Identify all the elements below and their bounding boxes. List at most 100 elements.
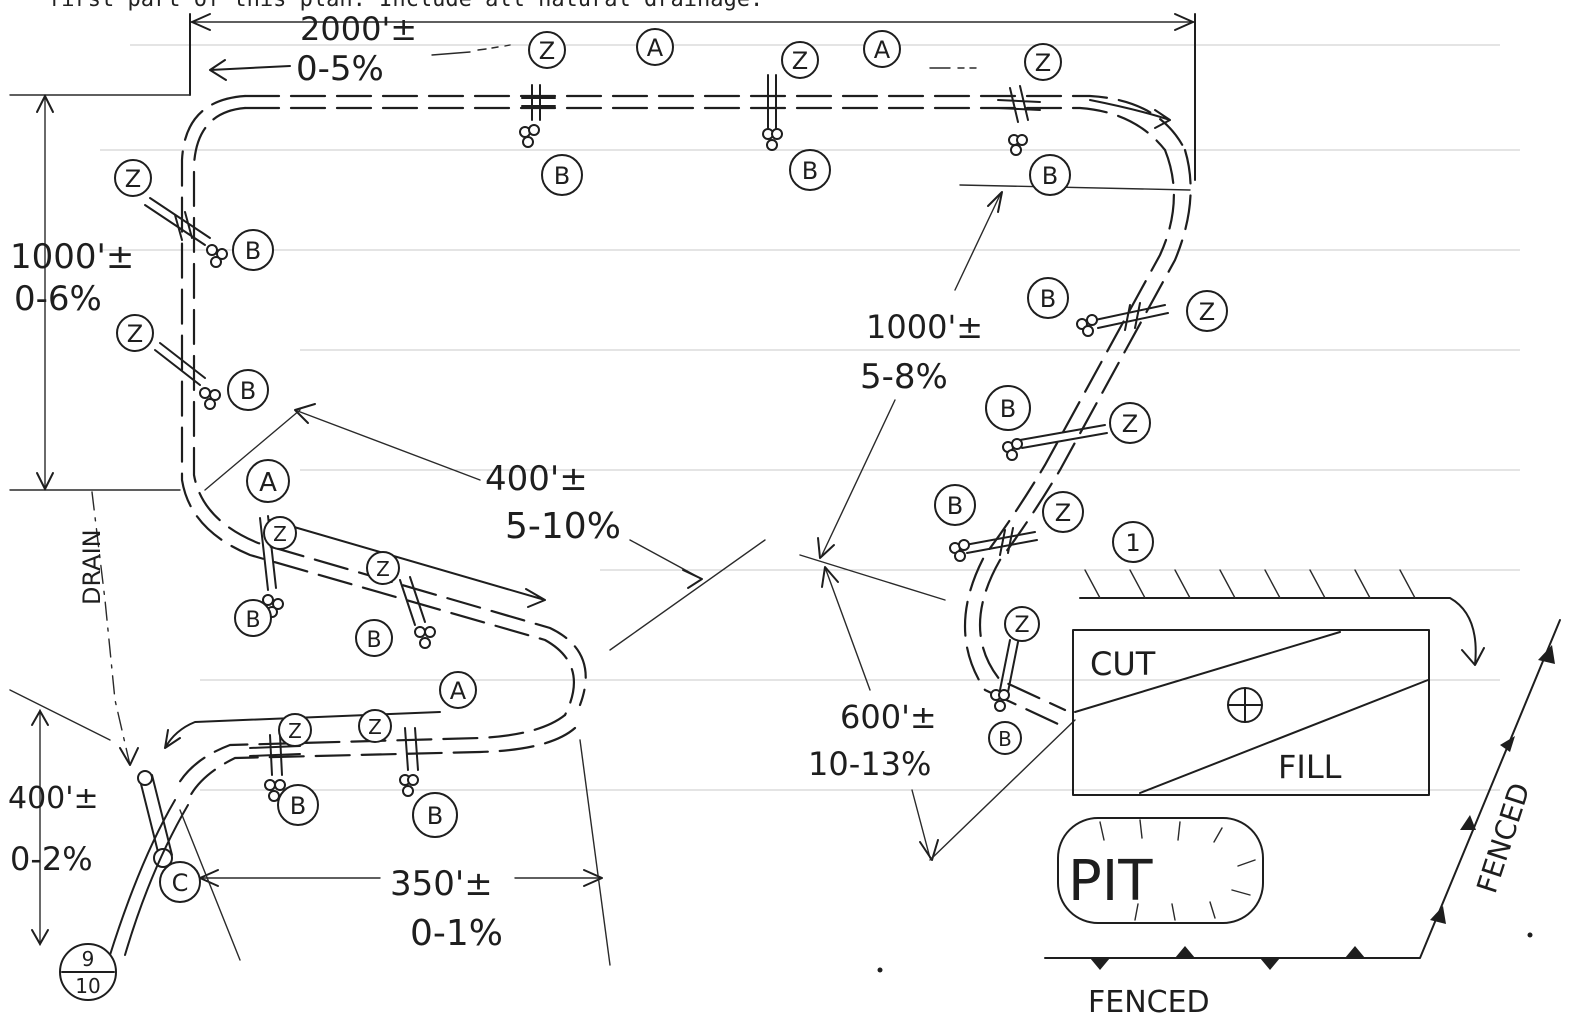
cut-fill-box (1072, 629, 1430, 796)
fill-label: FILL (1278, 748, 1342, 786)
diagonal-grade-label: 5-10% (505, 506, 621, 547)
svg-text:Z: Z (1199, 298, 1215, 326)
pit-outline (1057, 817, 1264, 924)
svg-text:B: B (366, 628, 381, 653)
svg-text:B: B (947, 492, 963, 520)
fence-post-icons (1090, 645, 1555, 970)
road-left-inner (192, 106, 587, 707)
svg-text:Z: Z (376, 557, 390, 581)
svg-text:C: C (172, 869, 189, 897)
fence-line (1044, 619, 1561, 959)
crosshair-icon (1227, 687, 1263, 723)
svg-text:Z: Z (288, 719, 302, 743)
svg-text:Z: Z (1055, 499, 1071, 527)
direction-arrow-top (209, 59, 291, 81)
cut-label: CUT (1090, 645, 1156, 683)
b-marker-icon: B (277, 784, 319, 826)
svg-text:Z: Z (273, 522, 287, 546)
road-right-inner (964, 148, 1175, 727)
bottom-distance-label: 350'± (390, 864, 493, 904)
a-marker-icon: A (439, 671, 477, 709)
page-number-bottom: 10 (75, 974, 100, 998)
a-marker-icon: A (636, 28, 674, 66)
rock-cluster-icons (199, 124, 1098, 802)
svg-text:B: B (245, 608, 260, 633)
svg-text:B: B (998, 727, 1012, 751)
z-marker-icon: Z (781, 41, 819, 79)
a-marker-icon: A (246, 459, 290, 503)
b-marker-icon: B (1027, 277, 1069, 319)
svg-text:B: B (290, 792, 306, 820)
left-distance-label: 1000'± (10, 237, 134, 277)
z-marker-icon: Z (366, 551, 400, 585)
z-marker-icon: Z (1186, 290, 1228, 332)
svg-text:A: A (647, 34, 664, 62)
b-marker-icon: B (412, 792, 458, 838)
svg-text:B: B (554, 162, 570, 190)
b-marker-icon: B (541, 154, 583, 196)
drain-line (91, 491, 131, 766)
svg-text:A: A (259, 468, 277, 498)
b-marker-icon: B (232, 229, 274, 271)
lower-right-distance-label: 600'± (840, 698, 937, 736)
direction-arrow-bottom (164, 711, 441, 749)
segment-labels: 2000'± 0-5% 1000'± 0-6% 400'± 5-10% 1000… (8, 10, 983, 954)
road-bottom-upper (173, 713, 567, 792)
b-marker-icon: B (1029, 154, 1071, 196)
svg-text:B: B (240, 377, 256, 405)
b-marker-icon: B (934, 484, 976, 526)
one-marker-icon: 1 (1112, 521, 1154, 563)
top-grade-label: 0-5% (296, 49, 384, 89)
top-distance-label: 2000'± (300, 10, 417, 48)
svg-text:A: A (450, 677, 467, 705)
left-grade-label: 0-6% (14, 279, 102, 319)
b-marker-icon: B (985, 385, 1031, 431)
b-marker-icon: B (355, 619, 393, 657)
fenced-bottom-label: FENCED (1088, 985, 1210, 1017)
bottom-grade-label: 0-1% (410, 913, 503, 954)
road-left-outer (180, 94, 575, 717)
svg-text:Z: Z (125, 165, 141, 193)
svg-text:Z: Z (1014, 613, 1029, 638)
road-bottom-lower (186, 726, 577, 802)
fenced-right-label: FENCED (1470, 779, 1536, 897)
svg-text:Z: Z (1035, 49, 1051, 77)
direction-arrow-right-top (1089, 99, 1171, 129)
svg-text:B: B (245, 237, 261, 265)
dimension-lines (9, 13, 1196, 966)
svg-text:Z: Z (368, 715, 382, 739)
svg-text:Z: Z (1122, 410, 1138, 438)
z-marker-icon: Z (1042, 491, 1084, 533)
b-marker-icon: B (227, 369, 269, 411)
road-top-lower (243, 106, 1167, 152)
right-grade-label: 5-8% (860, 357, 948, 397)
road-right-outer (978, 148, 1192, 712)
page-number-top: 9 (82, 947, 95, 971)
faint-background-lines (100, 44, 1520, 791)
svg-text:Z: Z (539, 37, 555, 65)
svg-text:B: B (1000, 395, 1016, 423)
svg-text:B: B (802, 157, 818, 185)
c-marker-icon: C (159, 861, 201, 903)
header-text: first part of this plan. Include all nat… (48, 0, 763, 12)
z-marker-icon: Z (114, 159, 152, 197)
page-marker-icon: 9 10 (59, 943, 117, 1001)
svg-text:B: B (1040, 285, 1056, 313)
z-marker-icon: Z (1109, 402, 1151, 444)
diagonal-distance-label: 400'± (485, 459, 588, 499)
cut-fill-area: CUT FILL (1072, 569, 1485, 796)
lower-left-distance-label: 400'± (8, 781, 99, 816)
z-marker-icon: Z (1024, 43, 1062, 81)
drain-label: DRAIN (78, 529, 106, 605)
right-distance-label: 1000'± (866, 308, 983, 346)
z-marker-icon: Z (1004, 606, 1040, 642)
road-top-upper (243, 94, 1187, 152)
road-end-knob-top (137, 770, 153, 786)
pit-area: PIT (1057, 817, 1264, 924)
road (109, 94, 1192, 956)
direction-arrow-diagonal (269, 519, 546, 608)
road-end-stub (139, 774, 173, 861)
z-marker-icon: Z (358, 709, 392, 743)
svg-text:1: 1 (1125, 529, 1140, 557)
